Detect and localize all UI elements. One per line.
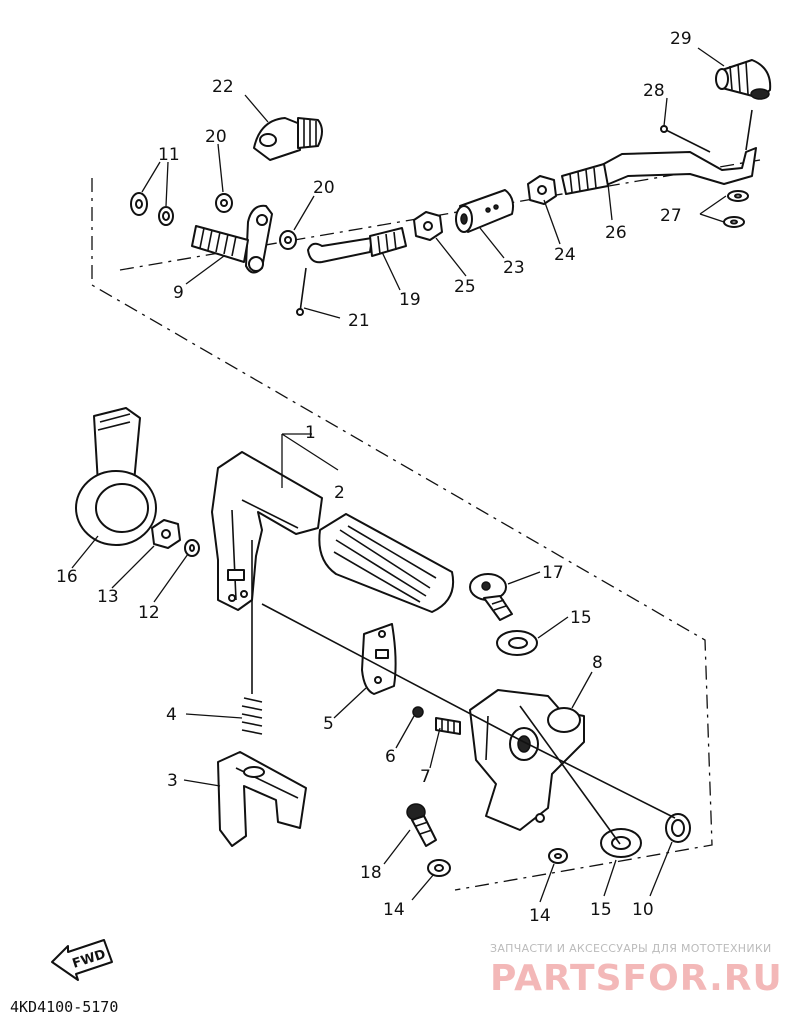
part-26-shift-rod — [561, 109, 757, 195]
callout-23: 23 — [503, 258, 525, 278]
part-23-joint-sleeve — [455, 189, 515, 233]
part-27-washers — [723, 190, 749, 228]
part-25-nut — [413, 211, 443, 241]
part-29-elbow-joint — [715, 59, 772, 100]
callout-15-upper: 15 — [570, 608, 592, 628]
watermark-brand: PARTSFOR.RU — [490, 958, 783, 999]
callout-13: 13 — [97, 587, 119, 607]
part-14-washer-right — [548, 848, 568, 864]
part-10-circlip — [665, 813, 691, 843]
part-4-spring — [241, 540, 263, 735]
part-7-screw — [435, 717, 461, 735]
diagram-code: 4KD4100-5170 — [10, 998, 118, 1016]
part-18-bolt — [406, 803, 437, 847]
callout-21: 21 — [348, 311, 370, 331]
watermark-subtitle: ЗАПЧАСТИ И АКСЕССУАРЫ ДЛЯ МОТОТЕХНИКИ — [490, 942, 772, 955]
callout-26: 26 — [605, 223, 627, 243]
part-6-ball — [412, 706, 424, 718]
callout-1: 1 — [305, 423, 316, 443]
callout-14-right: 14 — [529, 906, 551, 926]
part-5-plate — [361, 623, 397, 695]
callout-10: 10 — [632, 900, 654, 920]
callout-14-left: 14 — [383, 900, 405, 920]
part-15-washer-upper — [496, 630, 538, 656]
callout-6: 6 — [385, 747, 396, 767]
part-21-cotter-pin — [296, 267, 307, 316]
fwd-arrow-icon: FWD — [51, 939, 113, 981]
callout-15-lower: 15 — [590, 900, 612, 920]
part-17-bolt — [469, 573, 513, 621]
watermark: ЗАПЧАСТИ И АКСЕССУАРЫ ДЛЯ МОТОТЕХНИКИ PA… — [490, 942, 783, 999]
leader-lines — [71, 47, 727, 903]
part-28-pin — [660, 125, 711, 153]
callout-25: 25 — [454, 277, 476, 297]
callout-27: 27 — [660, 206, 682, 226]
part-3-detent-block — [217, 751, 307, 847]
callout-3: 3 — [167, 771, 178, 791]
callout-19: 19 — [399, 290, 421, 310]
callout-28: 28 — [643, 81, 665, 101]
callout-20-left: 20 — [205, 127, 227, 147]
part-24-nut — [527, 175, 557, 205]
callout-22: 22 — [212, 77, 234, 97]
part-19-link-rod — [307, 227, 407, 264]
part-11-washers — [130, 192, 174, 226]
part-20-washers — [215, 193, 297, 250]
part-22-ball-joint — [253, 117, 323, 161]
callout-17: 17 — [542, 563, 564, 583]
part-9-shift-lever — [191, 204, 273, 274]
part-12-washer — [184, 539, 200, 557]
callout-2: 2 — [334, 483, 345, 503]
assembly-axis-lines — [261, 603, 676, 845]
callout-11: 11 — [158, 145, 180, 165]
callout-16: 16 — [56, 567, 78, 587]
callout-20-right: 20 — [313, 178, 335, 198]
callout-4: 4 — [166, 705, 177, 725]
part-16-grip-bracket — [75, 407, 157, 546]
callout-5: 5 — [323, 714, 334, 734]
part-1-throttle-lever — [211, 451, 323, 611]
part-8-friction-housing — [469, 689, 585, 831]
part-14-washer-left — [427, 859, 451, 877]
callout-labels: 29 22 28 11 20 20 27 26 9 19 25 23 24 21… — [56, 29, 692, 926]
callout-18: 18 — [360, 863, 382, 883]
callout-9: 9 — [173, 283, 184, 303]
callout-7: 7 — [420, 767, 431, 787]
part-2-grip — [318, 513, 454, 613]
callout-8: 8 — [592, 653, 603, 673]
callout-12: 12 — [138, 603, 160, 623]
callout-29: 29 — [670, 29, 692, 49]
callout-24: 24 — [554, 245, 576, 265]
part-13-nut — [151, 519, 181, 549]
part-15-washer-lower — [600, 828, 642, 858]
